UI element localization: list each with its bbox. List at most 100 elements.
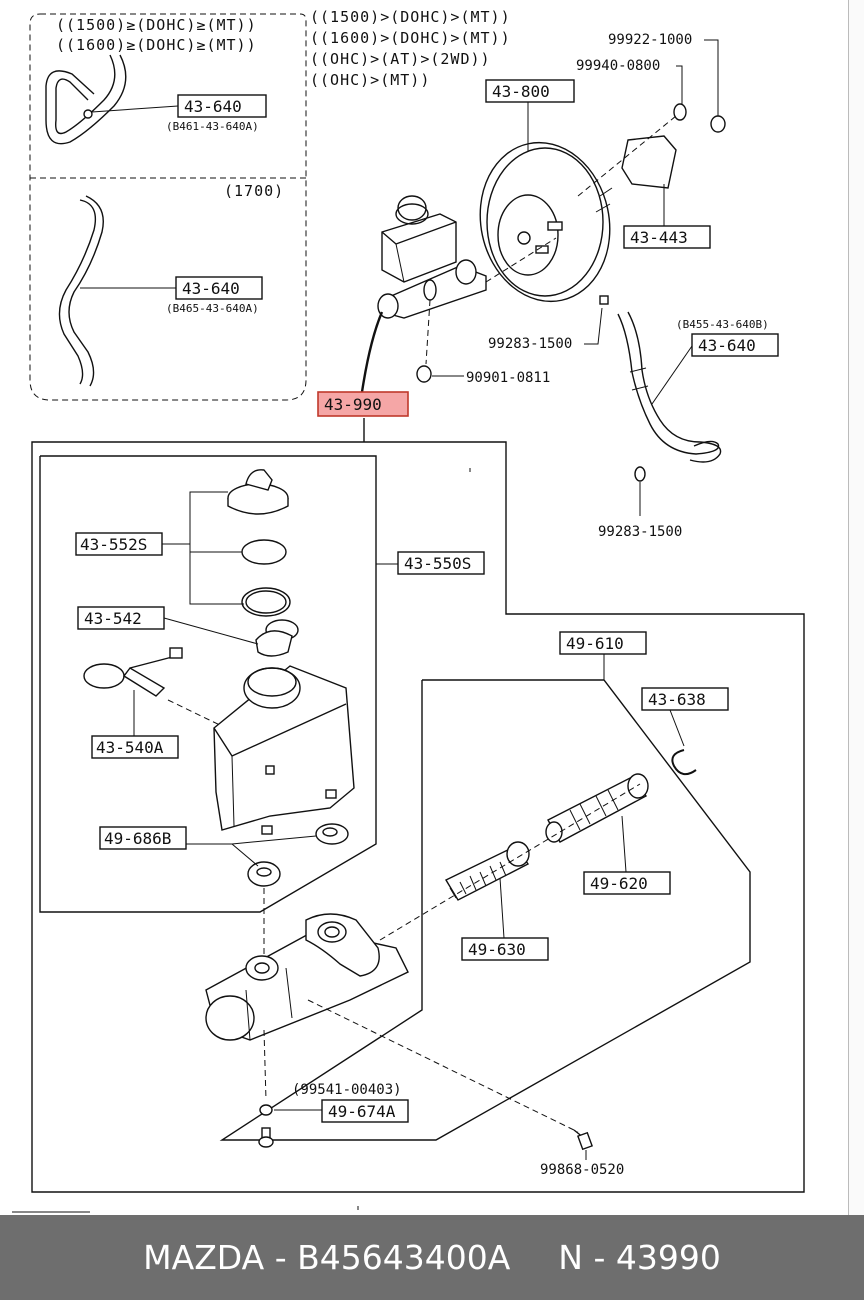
nut-90901-icon: [416, 365, 432, 383]
label-43640-c: 43-640: [698, 336, 756, 355]
booster-dash: [485, 237, 557, 283]
leader-49620: [621, 815, 627, 873]
label-box-43800: [485, 79, 575, 103]
leader-43542: [163, 617, 259, 645]
code-99922: 99922-1000: [608, 32, 692, 48]
label-box-43540a: [91, 735, 179, 759]
label-43638: 43-638: [648, 690, 706, 709]
secondary-piston-icon: [445, 841, 530, 901]
footer-part-number: MAZDA - B45643400A: [143, 1238, 511, 1277]
master-cylinder-assembly-icon: [377, 195, 487, 319]
hose-c-icon: [617, 311, 722, 463]
seal-ring-inner: [245, 590, 287, 614]
filter-ring-icon: [241, 539, 287, 565]
label-49674a: 49-674A: [328, 1102, 396, 1121]
label-box-49620: [583, 871, 671, 895]
page-edge: [848, 0, 864, 1215]
label-49610: 49-610: [566, 634, 624, 653]
code-99283-a: 99283-1500: [488, 336, 572, 352]
assembly-frame: [31, 418, 805, 1193]
condition-main-1: ((1500)>(DOHC)>(MT)): [310, 8, 511, 26]
leader-99283-a: [584, 307, 603, 345]
bracket-49686b: [186, 843, 259, 867]
label-box-49686b: [99, 826, 187, 850]
leader-99940: [676, 65, 683, 104]
bracket-43552s: [189, 491, 244, 605]
hose-a-icon: [45, 54, 127, 145]
label-43990: 43-990: [324, 395, 382, 414]
label-box-49610: [559, 631, 647, 655]
bracket-49686b-b: [231, 835, 317, 845]
label-43552s: 43-552S: [80, 535, 147, 554]
sensor-dash: [167, 699, 227, 729]
hose-b-icon: [58, 195, 104, 387]
bolt-icon: [573, 1129, 593, 1151]
brake-booster-icon: [479, 141, 613, 303]
condition-main-3: ((OHC)>(AT)>(2WD)): [310, 50, 491, 68]
bleeder-screw-icon: [258, 1127, 274, 1148]
label-43640-a-sub: (B461-43-640A): [166, 120, 259, 133]
leader-43640-c: [651, 345, 693, 405]
variant-box: [29, 13, 307, 401]
label-43542: 43-542: [84, 609, 142, 628]
reservoir-tank-icon: [213, 665, 355, 835]
label-49620: 49-620: [590, 874, 648, 893]
reservoir-frame: [39, 455, 377, 913]
leader-43638: [669, 709, 685, 747]
condition-1700: (1700): [224, 182, 284, 200]
grommet-icon: [247, 823, 349, 887]
condition-top-1: ((1500)≥(DOHC)≥(MT)): [56, 16, 257, 34]
footer-bar: MAZDA - B45643400A N - 43990: [0, 1215, 864, 1300]
condition-main-4: ((OHC)>(MT)): [310, 71, 430, 89]
label-box-43990: [317, 391, 409, 417]
label-43800: 43-800: [492, 82, 550, 101]
label-43640-b-sub: (B465-43-640A): [166, 302, 259, 315]
leader-43640-a: [91, 105, 179, 113]
condition-top-2: ((1600)≥(DOHC)≥(MT)): [56, 36, 257, 54]
code-90901: 90901-0811: [466, 370, 550, 386]
bleeder-dash: [263, 1029, 267, 1101]
snap-ring-icon: [671, 749, 697, 776]
label-box-49630: [461, 937, 549, 961]
reservoir-cap-icon: [227, 469, 289, 515]
clamp-a-icon: [599, 295, 609, 305]
parts-diagram: ((1500)≥(DOHC)≥(MT)) ((1600)≥(DOHC)≥(MT)…: [12, 8, 805, 1213]
piston-frame: [219, 679, 751, 1141]
condition-main-2: ((1600)>(DOHC)>(MT)): [310, 29, 511, 47]
mount-dash: [425, 299, 431, 365]
o-ring-icon: [259, 1104, 273, 1116]
label-box-43640-b: [175, 276, 263, 300]
brake-pipe-icon: [360, 311, 384, 393]
label-43640-a: 43-640: [184, 97, 242, 116]
label-43443: 43-443: [630, 228, 688, 247]
clamp-b-icon: [634, 466, 646, 482]
label-49686b: 49-686B: [104, 829, 171, 848]
nut-icon: [673, 103, 726, 133]
label-43640-c-sub: (B455-43-640B): [676, 318, 769, 331]
label-box-43552s: [75, 532, 163, 556]
master-cylinder-body-icon: [205, 913, 409, 1041]
code-99940: 99940-0800: [576, 58, 660, 74]
label-49630: 49-630: [468, 940, 526, 959]
gasket-icon: [621, 135, 677, 189]
label-box-43638: [641, 687, 729, 711]
label-43540a: 43-540A: [96, 738, 164, 757]
code-99283-b: 99283-1500: [598, 524, 682, 540]
seal-ring-icon: [241, 587, 291, 617]
bolt-dash: [307, 999, 579, 1133]
code-99868: 99868-0520: [540, 1162, 624, 1178]
label-box-43443: [623, 225, 711, 249]
footer-reference: N - 43990: [558, 1238, 721, 1277]
label-43550s: 43-550S: [404, 554, 471, 573]
piston-axis-dash: [379, 783, 641, 941]
leader-49630: [499, 877, 505, 939]
leader-99922: [704, 39, 719, 116]
label-box-43640-c: [691, 333, 779, 357]
label-43640-b: 43-640: [182, 279, 240, 298]
label-box-43542: [77, 606, 165, 630]
label-box-43640-a: [177, 94, 267, 118]
strainer-icon: [255, 619, 299, 657]
label-49674a-sub: (99541-00403): [292, 1082, 402, 1098]
stud-dash: [577, 115, 677, 197]
level-sensor-icon: [83, 647, 183, 697]
